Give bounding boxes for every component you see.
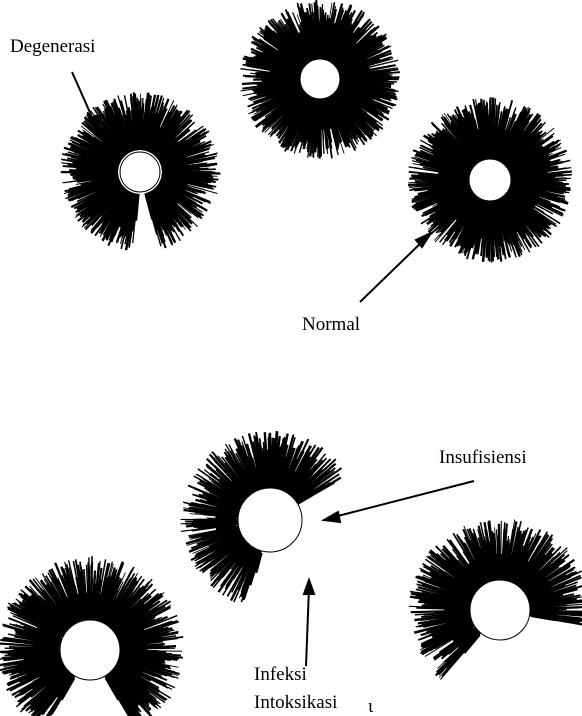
root-ring-bottom-left (0, 556, 183, 716)
arrow-infeksi (306, 588, 309, 666)
label-normal: Normal (302, 314, 360, 335)
arrow-normal (360, 238, 426, 302)
label-intoksikasi: Intoksikasi (254, 692, 337, 713)
label-insufisiensi: Insufisiensi (439, 447, 527, 468)
root-ring-top-center (240, 0, 400, 159)
arrow-insufisiensi (330, 481, 474, 518)
stray-mark: ι (368, 696, 374, 716)
root-ring-insufisiensi (181, 431, 342, 602)
label-degenerasi: Degenerasi (10, 36, 95, 57)
arrow-infeksi-head (304, 580, 314, 594)
root-ring-normal (408, 97, 572, 262)
label-infeksi: Infeksi (254, 664, 307, 685)
root-ring-bottom-right (409, 520, 582, 680)
arrow-insufisiensi-head (324, 512, 340, 522)
root-ring-degenerasi (61, 92, 221, 250)
